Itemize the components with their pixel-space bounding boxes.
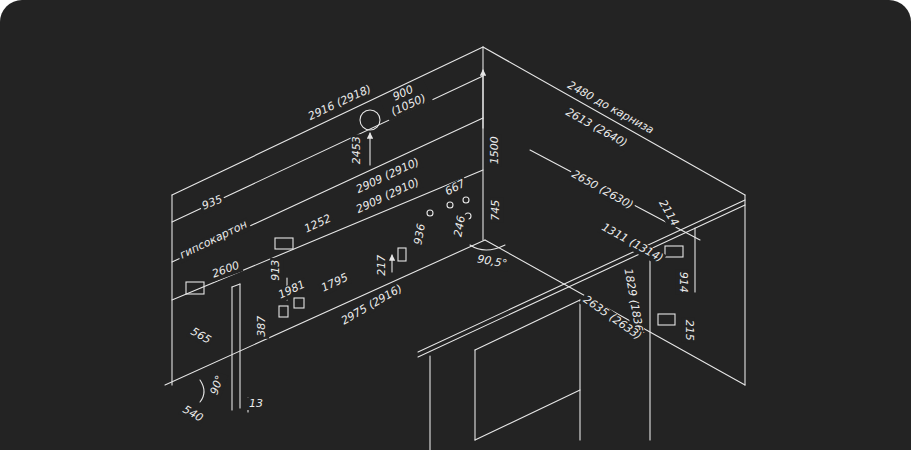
dimension-label: 217 <box>376 252 389 277</box>
dimension-label: 387 <box>256 313 269 338</box>
dimension-label: 2453 <box>351 134 364 166</box>
dimension-label: 936 <box>412 221 429 248</box>
dimension-label: 667 <box>441 177 469 200</box>
dimension-label: 914 <box>676 269 689 294</box>
dimension-label: 13 <box>247 398 265 411</box>
dimension-label: 565 <box>186 324 214 347</box>
dimension-label: 2650 (2630) <box>567 167 636 213</box>
dimension-label: 540 <box>178 402 206 425</box>
dimension-label: 1311 (1314) <box>597 220 666 266</box>
dimension-label: 900 (1050) <box>379 78 433 121</box>
dimension-label: 913 <box>270 257 283 282</box>
dimension-label: 90,5° <box>474 253 510 271</box>
dimension-label: 745 <box>490 197 503 222</box>
dimension-label: 2114 <box>655 196 682 230</box>
dimension-label: 2975 (2916) <box>338 281 407 328</box>
dimension-label: 935 <box>198 192 226 213</box>
dimension-label: 90° <box>208 372 228 398</box>
dimension-label: 215 <box>682 317 695 342</box>
dimension-label: 1500 <box>489 134 502 166</box>
dimension-label: 1252 <box>301 212 335 237</box>
material-note: гипсокартон <box>176 217 251 262</box>
dimension-label: 246 <box>452 213 469 240</box>
dimension-label: 1795 <box>318 271 352 296</box>
